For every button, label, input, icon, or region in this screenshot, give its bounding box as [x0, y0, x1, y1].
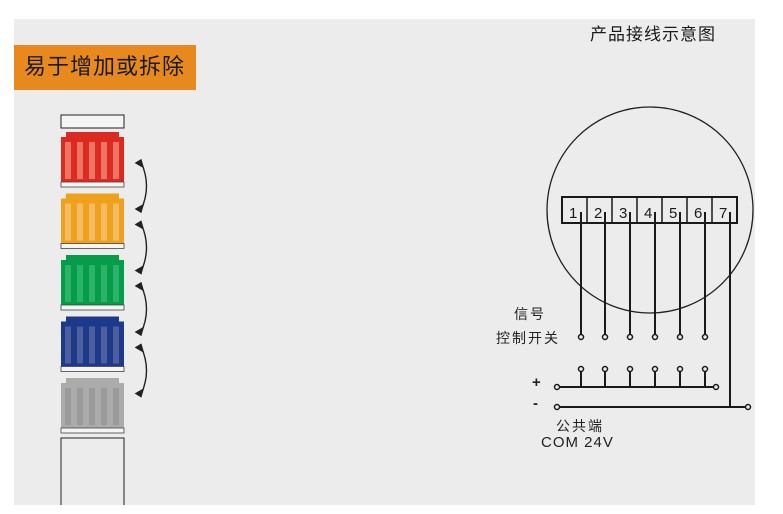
tower-module-green [60, 255, 125, 311]
terminal-5: 5 [669, 205, 677, 222]
terminal-2: 2 [594, 205, 602, 222]
banner-easy-add-remove: 易于增加或拆除 [14, 45, 196, 90]
minus-label: - [533, 395, 539, 412]
control-switch-label: 控制开关 [496, 331, 560, 347]
tower-base [60, 437, 125, 509]
housing-circle [546, 106, 754, 314]
common-terminal-label: 公共端 [556, 419, 604, 435]
terminal-3: 3 [619, 205, 627, 222]
wires [553, 212, 752, 411]
com-voltage-label: COM 24V [541, 434, 614, 451]
tower-module-amber [60, 193, 125, 249]
terminal-7: 7 [719, 205, 727, 222]
terminal-1: 1 [569, 205, 577, 222]
tower-modules [60, 132, 125, 434]
terminal-6: 6 [694, 205, 702, 222]
plus-label: + [532, 374, 542, 391]
signal-label: 信号 [514, 307, 546, 323]
diagram-background [14, 19, 755, 505]
tower-top-cap [60, 114, 125, 129]
tower-module-blue [60, 316, 125, 372]
swap-arrows [134, 158, 148, 398]
wiring-diagram-title: 产品接线示意图 [590, 25, 716, 45]
terminal-4: 4 [644, 205, 652, 222]
tower-module-grey [60, 378, 125, 434]
tower-module-red [60, 132, 125, 188]
